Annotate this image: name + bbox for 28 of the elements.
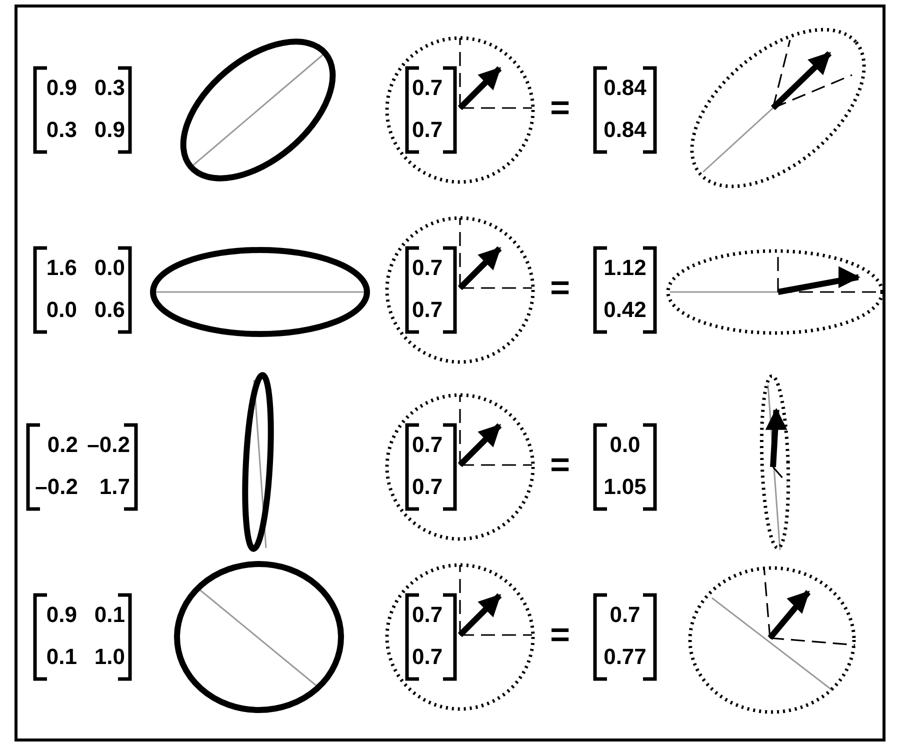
vector-entry: 1.05 — [602, 473, 648, 501]
matrix-entry: 0.1 — [45, 643, 77, 671]
matrix-entry: 0.2 — [46, 431, 78, 459]
vector-entry: 0.7 — [412, 74, 444, 102]
vector-entry: 0.84 — [602, 74, 648, 102]
vector-entry: 0.7 — [412, 601, 444, 629]
matrix-entry: 0.9 — [45, 601, 77, 629]
equals-sign: = — [549, 451, 571, 479]
equals-sign: = — [549, 621, 571, 649]
matrix-entry: 1.6 — [45, 254, 77, 282]
vector-entry: 1.12 — [602, 254, 648, 282]
matrix-entry: 0.9 — [45, 74, 77, 102]
vector-entry: 0.7 — [412, 254, 444, 282]
vector-entry: 0.0 — [608, 431, 642, 459]
vector-entry: 0.42 — [602, 296, 648, 324]
vector-entry: 0.7 — [412, 431, 444, 459]
matrix-entry: 0.0 — [45, 296, 77, 324]
equals-sign: = — [549, 274, 571, 302]
vector-entry: 0.7 — [412, 643, 444, 671]
equals-sign: = — [549, 94, 571, 122]
matrix-entry: 0.3 — [45, 116, 77, 144]
vector-entry: 0.77 — [602, 643, 648, 671]
vector-entry: 0.7 — [608, 601, 642, 629]
vector-entry: 0.84 — [602, 116, 648, 144]
vector-entry: 0.7 — [412, 473, 444, 501]
matrix-entry: –0.2 — [34, 473, 78, 501]
vector-entry: 0.7 — [412, 296, 444, 324]
vector-entry: 0.7 — [412, 116, 444, 144]
